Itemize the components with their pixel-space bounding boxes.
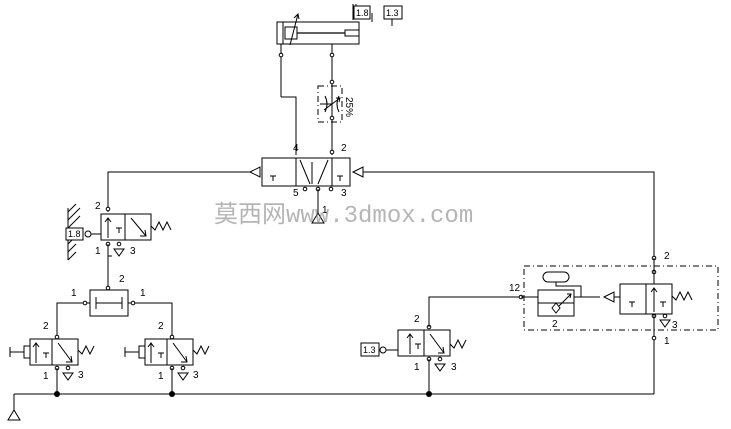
svg-text:1.8: 1.8 xyxy=(68,229,81,239)
svg-text:2: 2 xyxy=(43,321,49,332)
push-button-valve-left: 2 1 3 xyxy=(9,321,95,382)
svg-text:12: 12 xyxy=(509,283,521,294)
main-supply-line xyxy=(7,391,654,421)
svg-text:2: 2 xyxy=(341,143,347,154)
svg-text:1: 1 xyxy=(71,288,77,299)
svg-text:1: 1 xyxy=(664,336,670,347)
svg-text:1: 1 xyxy=(43,371,49,382)
time-delay-valve-group: 12 2 2 3 1 xyxy=(509,251,719,347)
svg-text:4: 4 xyxy=(293,143,299,154)
svg-text:3: 3 xyxy=(78,370,84,381)
main-5-2-directional-valve: 4 2 5 3 1 xyxy=(248,143,364,216)
svg-text:1: 1 xyxy=(322,205,328,216)
svg-text:2: 2 xyxy=(158,321,164,332)
svg-text:2: 2 xyxy=(664,251,670,262)
svg-text:1: 1 xyxy=(158,371,164,382)
svg-text:2: 2 xyxy=(119,274,125,285)
sensor-tag-1-3-top: 1.3 xyxy=(383,5,403,20)
bottom-3-2-valve: 2 1 3 xyxy=(397,314,467,373)
svg-text:1: 1 xyxy=(140,288,146,299)
watermark-text: 莫西网www.3dmox.com xyxy=(214,201,473,230)
left-3-2-valve: 2 1 3 xyxy=(95,201,172,257)
svg-text:3: 3 xyxy=(193,370,199,381)
svg-text:2: 2 xyxy=(552,319,558,330)
svg-text:1.3: 1.3 xyxy=(363,345,376,355)
svg-text:5: 5 xyxy=(293,188,299,199)
sensor-tag-1-8-left: 1.8 xyxy=(65,227,84,241)
svg-text:1.8: 1.8 xyxy=(356,8,369,18)
svg-text:1: 1 xyxy=(414,362,420,373)
svg-text:3: 3 xyxy=(341,188,347,199)
svg-text:25%: 25% xyxy=(343,97,354,117)
double-acting-cylinder xyxy=(276,4,360,46)
svg-text:1.3: 1.3 xyxy=(386,8,399,18)
sensor-tag-1-3-bottom: 1.3 xyxy=(360,342,380,357)
svg-text:3: 3 xyxy=(451,362,457,373)
svg-text:2: 2 xyxy=(414,314,420,325)
svg-text:1: 1 xyxy=(95,246,101,257)
shuttle-valve: 2 1 1 xyxy=(71,274,146,317)
svg-text:3: 3 xyxy=(672,320,678,331)
push-button-valve-right: 2 1 3 xyxy=(124,321,210,382)
svg-text:2: 2 xyxy=(95,201,101,212)
svg-text:3: 3 xyxy=(130,246,136,257)
sensor-tag-1-8-top: 1.8 xyxy=(353,5,371,20)
throttle-check-valve: 25% xyxy=(317,85,354,123)
